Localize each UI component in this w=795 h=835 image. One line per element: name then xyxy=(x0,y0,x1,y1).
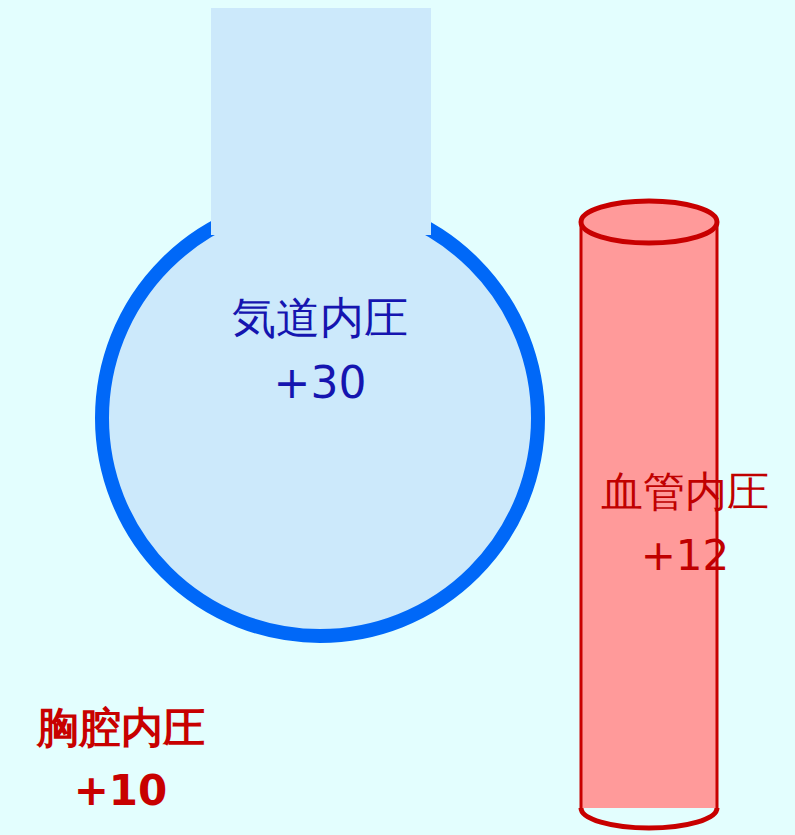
alveolus-wall xyxy=(102,200,538,636)
vessel-top xyxy=(581,201,717,243)
airway xyxy=(211,8,431,235)
alveolus: 気道内圧 +30 xyxy=(95,193,545,643)
alveolus-shape xyxy=(95,193,545,643)
pleural-pressure-label: 胸腔内圧 +10 xyxy=(18,696,223,822)
pressure-label: 気道内圧 +30 xyxy=(210,285,430,415)
vessel-bottom xyxy=(581,808,717,828)
vessel-edge xyxy=(580,222,583,808)
blood-vessel: 血管内圧 +12 xyxy=(578,198,720,833)
pressure-label: 血管内圧 +12 xyxy=(585,460,785,588)
